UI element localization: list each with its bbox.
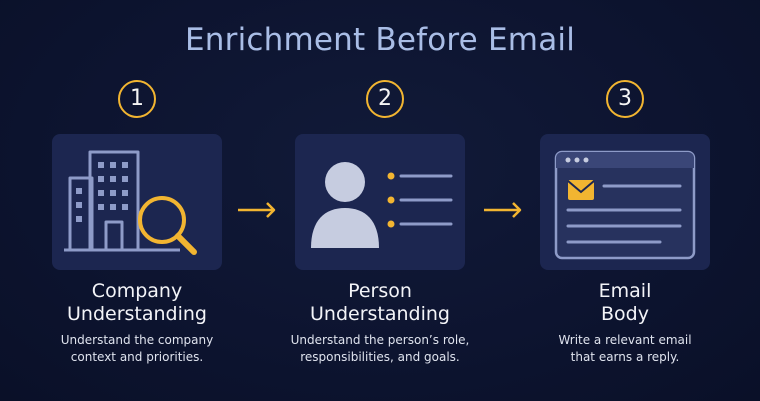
step-desc-line2: responsibilities, and goals. xyxy=(300,350,460,364)
step-desc-line1: Understand the company xyxy=(60,333,214,347)
step-desc-line2: that earns a reply. xyxy=(570,350,680,364)
step-description: Understand the person’s role, responsibi… xyxy=(260,332,500,366)
page-title: Enrichment Before Email xyxy=(184,22,576,58)
step-number-badge: 2 xyxy=(366,80,404,118)
step-label-line1: Person xyxy=(348,280,412,302)
step-desc-line1: Understand the person’s role, xyxy=(290,333,470,347)
step-desc-line1: Write a relevant email xyxy=(558,333,692,347)
arrow-right-icon xyxy=(484,202,522,218)
arrow-right-icon xyxy=(238,202,276,218)
step-label-line2: Body xyxy=(601,303,649,325)
step-label: Email Body xyxy=(505,280,745,326)
company-card xyxy=(52,134,222,270)
step-description: Understand the company context and prior… xyxy=(17,332,257,366)
step-label-line2: Understanding xyxy=(67,303,207,325)
step-label: Person Understanding xyxy=(260,280,500,326)
email-window-icon xyxy=(554,150,696,260)
step-number-badge: 1 xyxy=(118,80,156,118)
step-description: Write a relevant email that earns a repl… xyxy=(505,332,745,366)
email-card xyxy=(540,134,710,270)
person-card xyxy=(295,134,465,270)
step-label-line2: Understanding xyxy=(310,303,450,325)
step-desc-line2: context and priorities. xyxy=(70,350,204,364)
step-label: Company Understanding xyxy=(17,280,257,326)
step-label-line1: Company xyxy=(91,280,183,302)
step-number-badge: 3 xyxy=(606,80,644,118)
step-label-line1: Email xyxy=(598,280,652,302)
person-profile-icon xyxy=(311,162,453,248)
building-search-icon xyxy=(64,150,197,255)
